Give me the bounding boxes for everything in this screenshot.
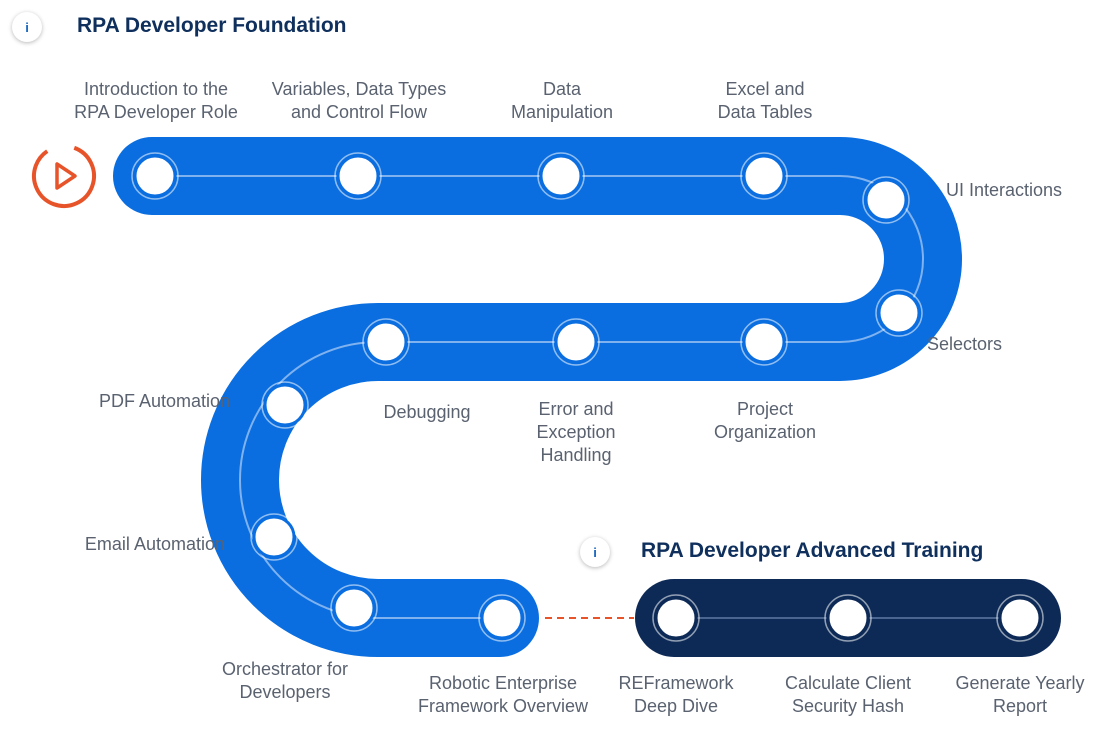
foundation-node-ring xyxy=(552,318,600,366)
foundation-node-ring xyxy=(740,152,788,200)
advanced-node-calculate-client-security-hash[interactable] xyxy=(826,596,870,640)
foundation-node-orchestrator-for-developers[interactable] xyxy=(332,586,376,630)
foundation-node-robotic-enterprise-framework-overview[interactable] xyxy=(480,596,524,640)
foundation-title: RPA Developer Foundation xyxy=(77,14,347,37)
foundation-node-project-organization[interactable] xyxy=(742,320,786,364)
advanced-node-ring xyxy=(652,594,700,642)
module-label-yearly-report: Generate Yearly Report xyxy=(955,673,1085,716)
foundation-node-variables-data-types-and-control-flow[interactable] xyxy=(336,154,380,198)
module-label-variables: Variables, Data Types and Control Flow xyxy=(271,79,447,122)
module-label-ui-interactions: UI Interactions xyxy=(946,180,1063,200)
foundation-node-ring xyxy=(537,152,585,200)
foundation-node-error-and-exception-handling[interactable] xyxy=(554,320,598,364)
foundation-node-ring xyxy=(478,594,526,642)
foundation-node-ring xyxy=(875,289,923,337)
foundation-node-introduction-to-the-rpa-developer-role[interactable] xyxy=(133,154,177,198)
module-label-orchestrator: Orchestrator for Developers xyxy=(221,659,349,702)
foundation-info-button[interactable]: i xyxy=(12,12,42,42)
module-label-project-organization: Project Organization xyxy=(713,399,817,442)
play-icon xyxy=(55,162,77,190)
advanced-title: RPA Developer Advanced Training xyxy=(641,539,984,562)
start-play-button[interactable] xyxy=(26,138,103,215)
foundation-node-ui-interactions[interactable] xyxy=(864,178,908,222)
module-label-security-hash: Calculate Client Security Hash xyxy=(784,673,912,716)
module-label-data-manipulation: Data Manipulation xyxy=(510,79,614,122)
module-label-error-handling: Error and Exception Handling xyxy=(536,399,616,465)
foundation-track-line xyxy=(152,175,924,619)
module-label-reframework-overview: Robotic Enterprise Framework Overview xyxy=(417,673,589,716)
module-label-reframework-deep-dive: REFramework Deep Dive xyxy=(618,673,734,716)
module-label-email-automation: Email Automation xyxy=(84,534,225,554)
module-label-excel: Excel and Data Tables xyxy=(717,79,813,122)
advanced-info-button[interactable]: i xyxy=(580,537,610,567)
foundation-node-data-manipulation[interactable] xyxy=(539,154,583,198)
module-label-pdf-automation: PDF Automation xyxy=(98,391,230,411)
foundation-node-ring xyxy=(261,381,309,429)
advanced-node-ring xyxy=(824,594,872,642)
foundation-node-pdf-automation[interactable] xyxy=(263,383,307,427)
advanced-node-reframework-deep-dive[interactable] xyxy=(654,596,698,640)
foundation-node-ring xyxy=(334,152,382,200)
foundation-node-ring xyxy=(740,318,788,366)
foundation-node-ring xyxy=(362,318,410,366)
advanced-node-generate-yearly-report[interactable] xyxy=(998,596,1042,640)
module-label-debugging: Debugging xyxy=(383,402,471,422)
foundation-node-email-automation[interactable] xyxy=(252,515,296,559)
foundation-node-ring xyxy=(250,513,298,561)
advanced-node-ring xyxy=(996,594,1044,642)
foundation-node-debugging[interactable] xyxy=(364,320,408,364)
foundation-node-ring xyxy=(330,584,378,632)
foundation-node-selectors[interactable] xyxy=(877,291,921,335)
foundation-node-excel-and-data-tables[interactable] xyxy=(742,154,786,198)
foundation-node-ring xyxy=(862,176,910,224)
foundation-node-ring xyxy=(131,152,179,200)
module-label-intro: Introduction to the RPA Developer Role xyxy=(74,79,238,122)
module-label-selectors: Selectors xyxy=(927,334,1003,354)
